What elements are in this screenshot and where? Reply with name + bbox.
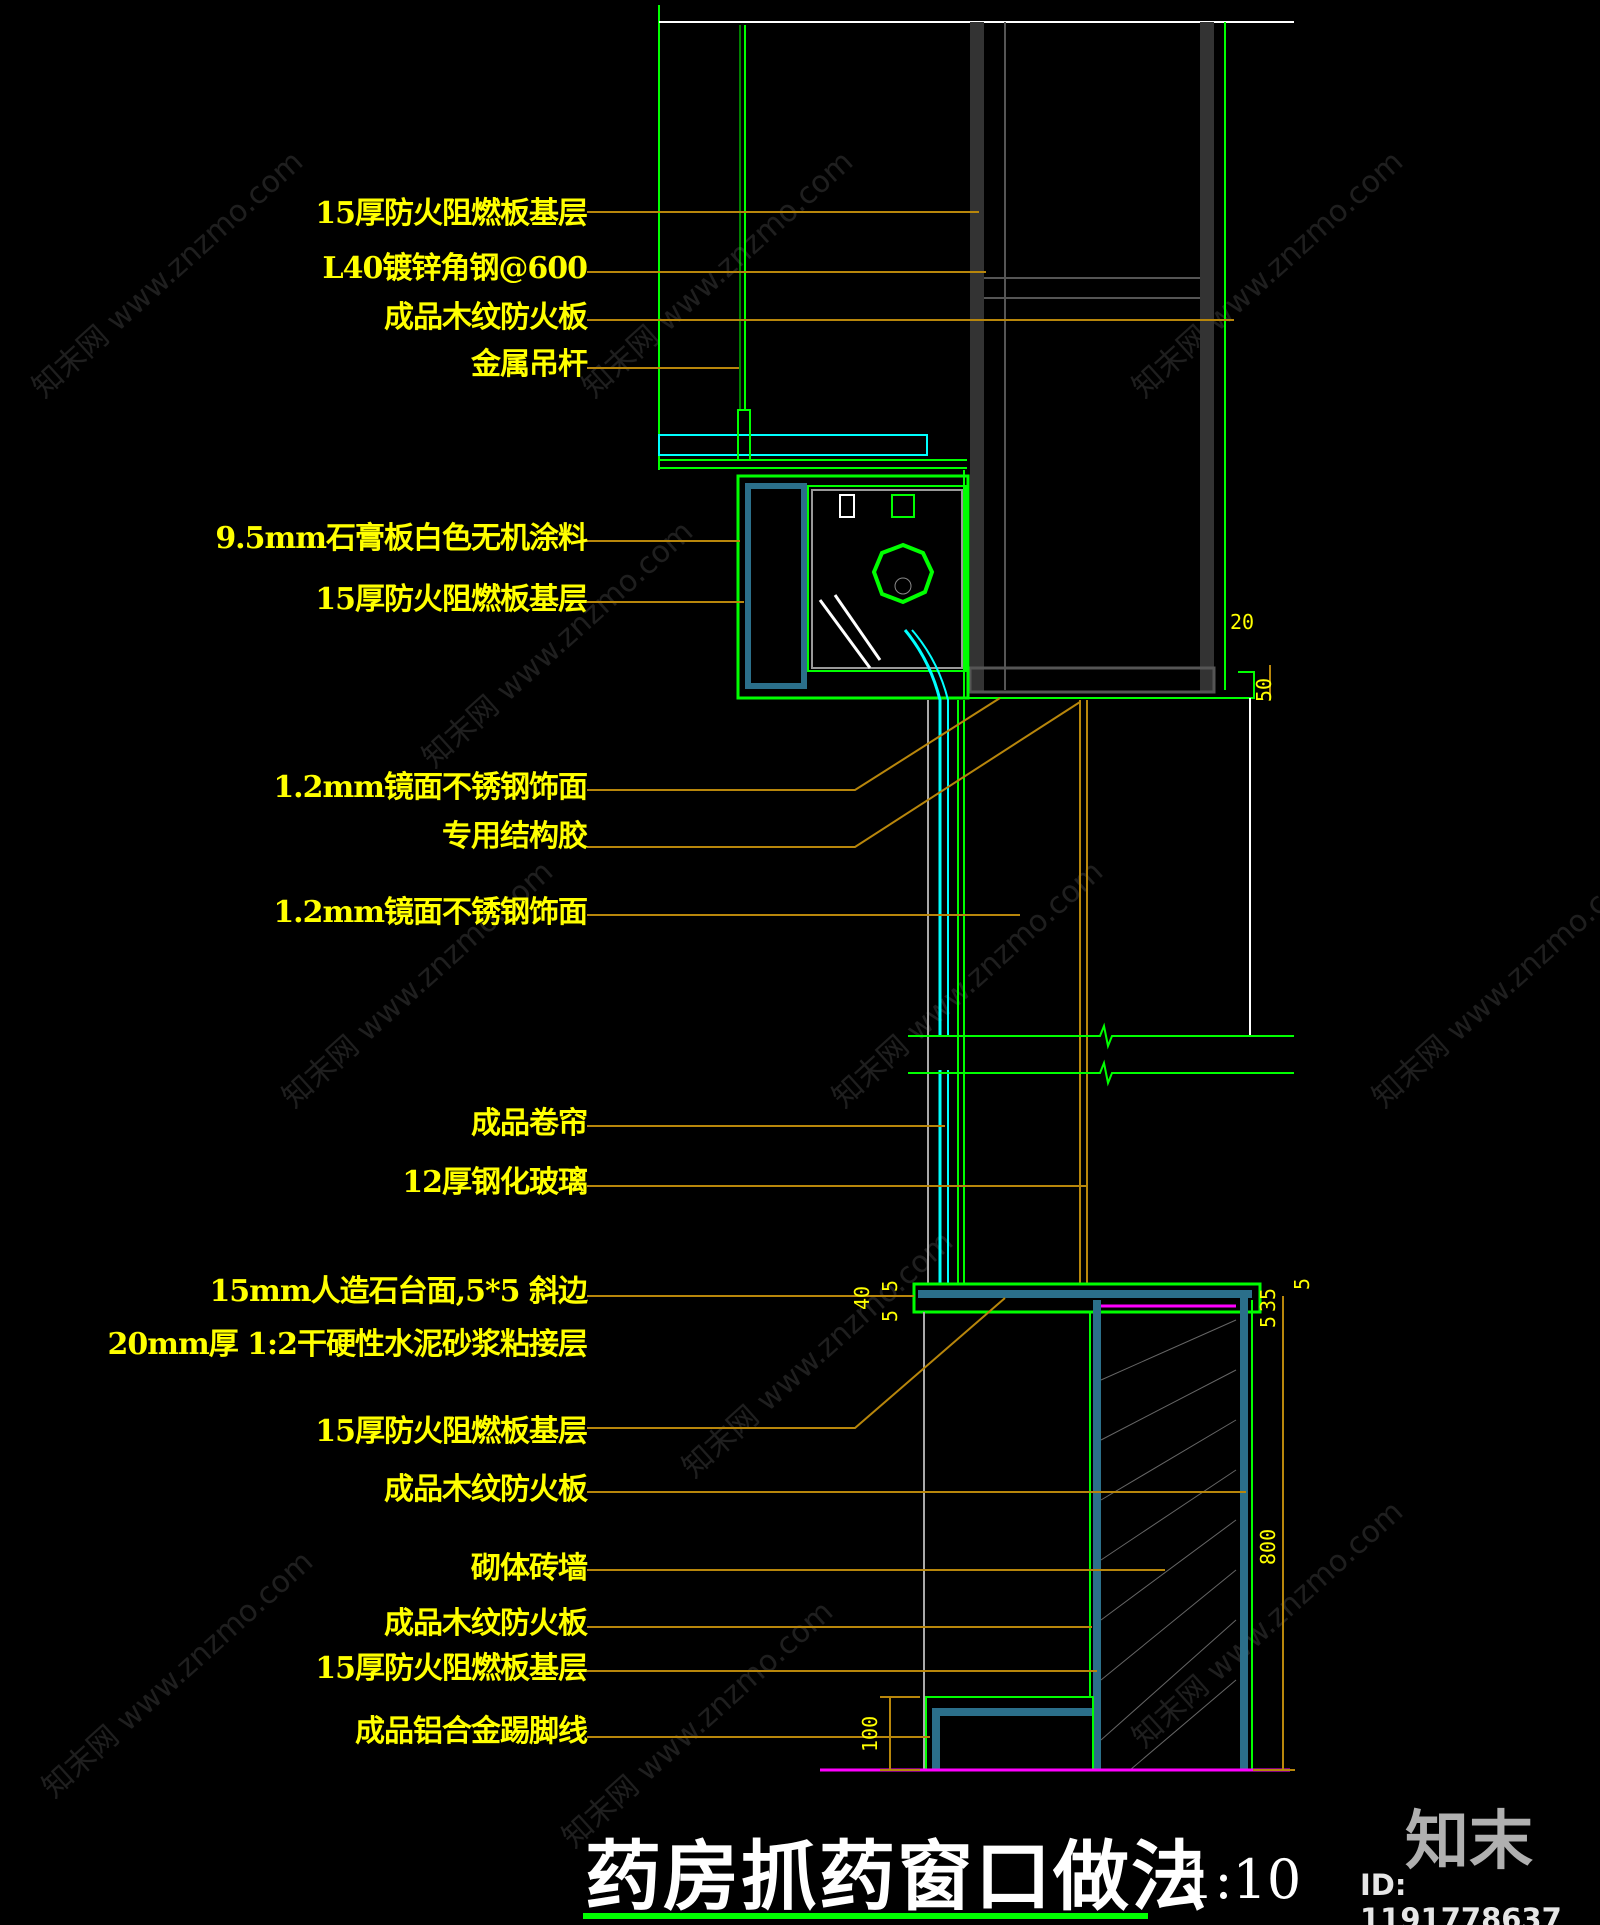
roller-blind-box [736,474,970,1035]
drawing-title: 药房抓药窗口做法 [585,1832,1209,1921]
callout-label: 金属吊杆 [471,347,588,382]
callout-label: 15厚防火阻燃板基层 [315,582,588,617]
callout-label: 9.5mm石膏板白色无机涂料 [215,521,588,556]
glass-and-blind [908,700,1294,1285]
callout-label: 15厚防火阻燃板基层 [315,196,588,231]
dimension-counter-right: 5 [1256,1315,1280,1328]
dimension-top-gap: 20 [1230,610,1255,634]
leader-lines [587,211,1295,1771]
callout-label: 15mm人造石台面,5*5 斜边 [209,1274,588,1309]
dimension-counter-right: 5 [1290,1277,1314,1290]
callout-label: 20mm厚 1:2干硬性水泥砂浆粘接层 [107,1327,588,1362]
dimension-counter-left: 5 [878,1279,902,1292]
watermark-logo: 知末 [1405,1805,1533,1879]
counter-structure [820,1282,1290,1772]
dimension-counter-right: 35 [1256,1287,1280,1312]
dimension-counter-left: 40 [850,1285,874,1310]
watermark-id: ID: 1191778637 [1360,1868,1562,1925]
callout-label: 1.2mm镜面不锈钢饰面 [273,895,588,930]
drawing-scale: 1:10 [1180,1848,1302,1911]
column-structure [963,22,1255,1035]
dimension-skirting-height: 100 [858,1715,882,1752]
callout-label: 12厚钢化玻璃 [402,1165,588,1200]
callout-label: 专用结构胶 [442,819,588,854]
dimension-counter-height: 800 [1256,1528,1280,1565]
dimension-top-depth: 50 [1252,677,1276,702]
callout-label: 1.2mm镜面不锈钢饰面 [273,770,588,805]
callout-label: 成品铝合金踢脚线 [355,1714,588,1749]
title-underline [583,1913,1148,1919]
callout-label: 成品木纹防火板 [384,300,588,335]
callout-label: 成品木纹防火板 [384,1606,588,1641]
callout-label: 成品木纹防火板 [384,1472,588,1507]
callout-label: 15厚防火阻燃板基层 [315,1651,588,1686]
callout-label: 15厚防火阻燃板基层 [315,1414,588,1449]
callout-label: 成品卷帘 [471,1106,588,1141]
callout-label: L40镀锌角钢@600 [322,251,588,286]
ceiling-structure [658,5,1294,470]
callout-label: 砌体砖墙 [471,1551,588,1586]
dimension-counter-left: 5 [878,1309,902,1322]
